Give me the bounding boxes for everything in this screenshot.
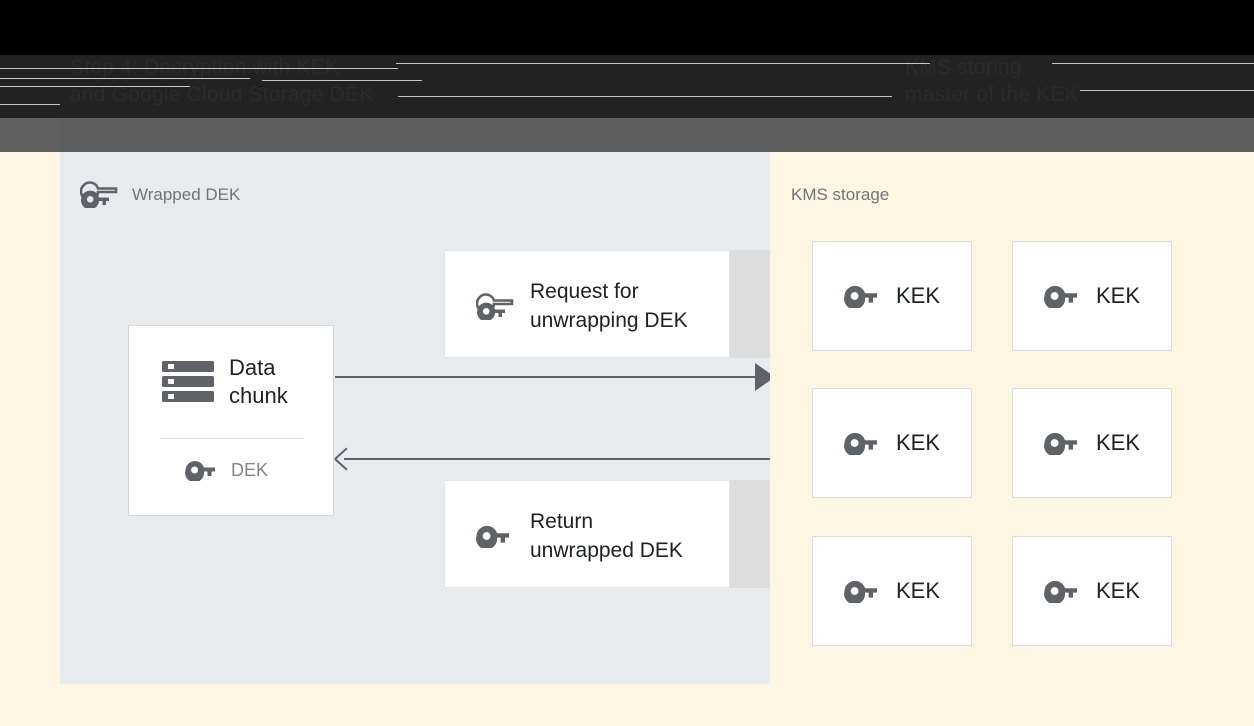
- kms-storage-label: KMS storage: [791, 185, 890, 204]
- header-rule: [396, 63, 930, 64]
- data-chunk-icon: [161, 360, 215, 404]
- key-icon: [1044, 579, 1082, 603]
- header-rule: [0, 68, 398, 69]
- key-icon: [1044, 284, 1082, 308]
- kek-label: KEK: [1095, 430, 1141, 455]
- page-left-margin: [0, 152, 60, 726]
- key-icon: [1044, 431, 1082, 455]
- dek-row: DEK: [185, 459, 268, 481]
- kek-card[interactable]: KEK: [812, 388, 972, 498]
- request-unwrap-card[interactable]: Request for unwrapping DEK: [444, 250, 730, 358]
- request-card-label: Request for unwrapping DEK: [530, 280, 688, 332]
- header-rule: [1080, 90, 1254, 91]
- header-rule: [0, 78, 250, 79]
- kek-card[interactable]: KEK: [812, 241, 972, 351]
- kek-label: KEK: [895, 578, 941, 603]
- wrapped-dek-label: Wrapped DEK: [132, 185, 241, 204]
- wrapped-key-icon: [80, 180, 118, 208]
- kek-card[interactable]: KEK: [1012, 388, 1172, 498]
- data-chunk-title: Data chunk: [229, 355, 288, 408]
- kek-card[interactable]: KEK: [1012, 241, 1172, 351]
- request-card-inner: Request for unwrapping DEK: [476, 277, 688, 335]
- key-icon: [844, 431, 882, 455]
- header-rule: [0, 86, 190, 87]
- kek-label: KEK: [1095, 578, 1141, 603]
- return-card-label: Return unwrapped DEK: [530, 510, 683, 562]
- dek-label: DEK: [231, 460, 269, 480]
- header-grey-band: [0, 118, 1254, 152]
- wrapped-key-icon: [476, 292, 514, 320]
- kek-card[interactable]: KEK: [812, 536, 972, 646]
- header-rule: [1052, 63, 1254, 64]
- return-unwrapped-card[interactable]: Return unwrapped DEK: [444, 480, 730, 588]
- data-chunk-row: Data chunk: [161, 354, 288, 410]
- key-icon: [185, 459, 217, 481]
- return-card-inner: Return unwrapped DEK: [476, 507, 683, 565]
- kek-card[interactable]: KEK: [1012, 536, 1172, 646]
- header-grey-band-left: [0, 118, 62, 152]
- request-arrow-line: [335, 376, 767, 378]
- kek-label: KEK: [895, 283, 941, 308]
- request-arrow-head: [755, 363, 771, 391]
- header-dark-band: [0, 55, 1254, 118]
- top-black-band: [0, 0, 1254, 55]
- key-icon: [476, 524, 514, 548]
- kek-label: KEK: [895, 430, 941, 455]
- key-icon: [844, 579, 882, 603]
- header-rule: [398, 96, 892, 97]
- header-secondary-text: KMS storing master of the KEK: [905, 56, 1079, 106]
- data-chunk-card[interactable]: Data chunk DEK: [128, 325, 334, 516]
- key-icon: [844, 284, 882, 308]
- header-rule: [0, 104, 60, 105]
- card-divider: [160, 438, 304, 439]
- kek-label: KEK: [1095, 283, 1141, 308]
- return-arrow-line: [344, 458, 770, 460]
- page-title: Step 4: Decryption with KEK and Google C…: [70, 56, 374, 106]
- header-rule: [262, 80, 422, 81]
- return-arrow-head: [334, 447, 356, 470]
